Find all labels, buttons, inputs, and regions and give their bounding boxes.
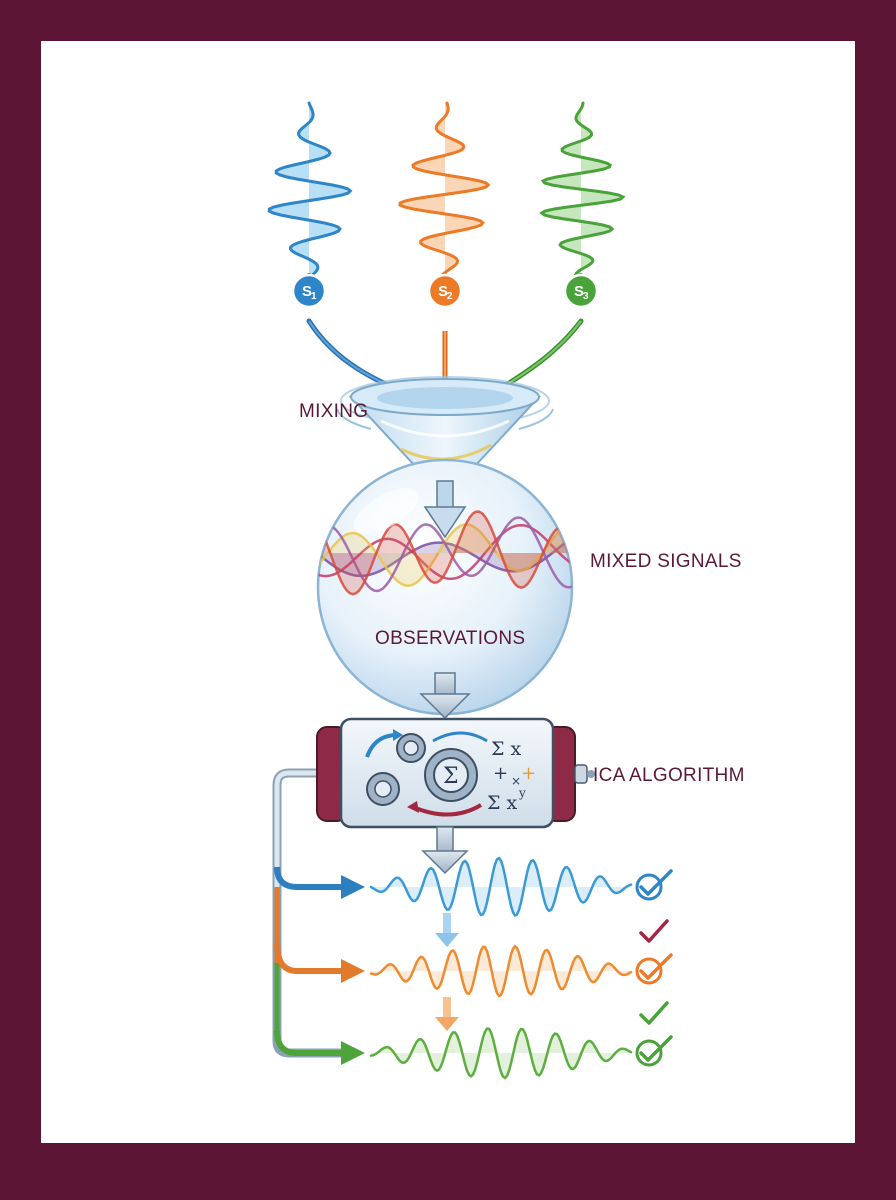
superscript-y: y xyxy=(518,786,526,800)
rotate-arrow-icon-lower xyxy=(412,803,483,817)
sum-xy-symbol: Σ x xyxy=(487,792,517,814)
rotate-arrow-icon-upper xyxy=(432,731,488,743)
mixed-signal-5 xyxy=(318,510,572,596)
check-icon-green-small xyxy=(639,1001,669,1025)
mixed-signal-fill-3 xyxy=(318,524,572,586)
gear-icon-small xyxy=(396,733,426,763)
gear-icon-left xyxy=(366,772,400,806)
funnel-output-arrow xyxy=(423,480,467,539)
times-symbol: × xyxy=(511,774,521,788)
observations-to-algorithm-arrow xyxy=(419,672,471,720)
output-3-wave xyxy=(369,1027,633,1080)
separated-signals xyxy=(369,856,633,1080)
observations-bubble xyxy=(316,458,574,716)
plus-symbol-orange: + xyxy=(521,763,536,784)
source-2-badge: S2 xyxy=(427,273,463,309)
algorithm-output-arrow xyxy=(421,826,469,875)
output-1-wave xyxy=(369,856,633,917)
check-icon-blue xyxy=(635,869,673,901)
check-icon-green xyxy=(635,1035,673,1067)
output-2-wave xyxy=(369,944,633,998)
source-1-wave-fill xyxy=(269,103,351,277)
mixed-signal-4 xyxy=(318,516,572,593)
output-3-wave-fill xyxy=(371,1028,631,1078)
source-3-wave xyxy=(539,101,626,279)
ica-algorithm-label: ICA ALGORITHM xyxy=(593,765,745,786)
separation-arrows xyxy=(435,913,459,1031)
gear-icon xyxy=(424,748,478,802)
output-pipes xyxy=(272,768,365,1065)
source-3-badge: S3 xyxy=(563,273,599,309)
check-icon-red xyxy=(639,919,669,943)
plus-symbol: + xyxy=(493,763,508,784)
source-2-badge-letter: S xyxy=(438,283,448,300)
source-3-badge-index: 3 xyxy=(583,291,589,302)
sigma-symbol: Σ xyxy=(443,764,459,789)
source-1-badge: S1 xyxy=(291,273,327,309)
source-1-wave xyxy=(267,101,353,279)
observations-label: OBSERVATIONS xyxy=(375,628,525,649)
sum-x-symbol: Σ x xyxy=(491,738,521,760)
output-1-wave-fill xyxy=(371,858,631,916)
output-2-wave-fill xyxy=(371,946,631,996)
mixing-label: MIXING xyxy=(299,401,368,422)
source-1-badge-letter: S xyxy=(302,283,312,300)
check-icon-orange xyxy=(635,953,673,985)
source-2-wave xyxy=(398,101,491,279)
source-1-badge-index: 1 xyxy=(311,291,317,302)
check-marks xyxy=(635,869,673,1067)
mixed-signals-label: MIXED SIGNALS xyxy=(590,551,742,572)
mixed-signals xyxy=(318,510,572,596)
source-2-badge-index: 2 xyxy=(447,291,453,302)
source-3-badge-letter: S xyxy=(574,283,584,300)
source-signals xyxy=(267,101,626,279)
ica-algorithm-box: Σ Σ x + × + Σ x y xyxy=(316,717,595,829)
